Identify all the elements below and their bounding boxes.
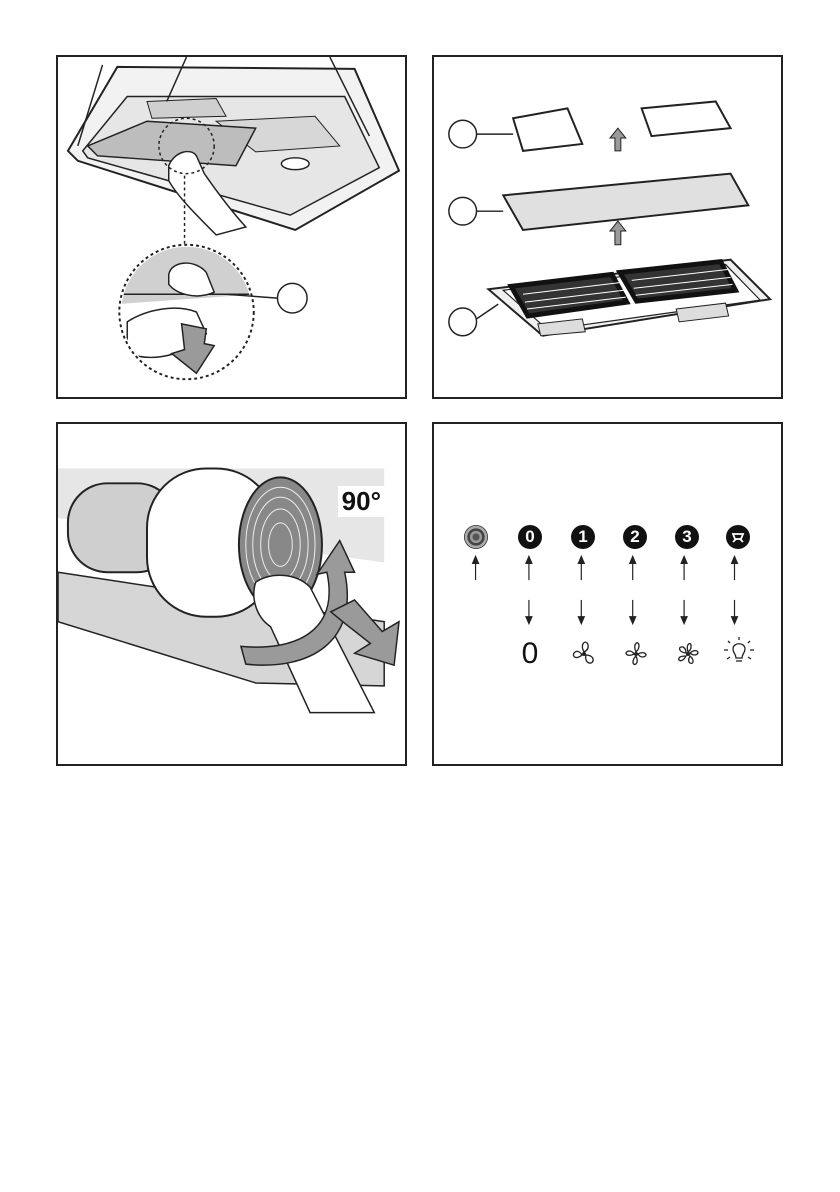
speed-2-button[interactable]: 2 — [623, 525, 647, 549]
controls-arrows — [434, 424, 781, 764]
panel-controls: 0 1 2 3 0 — [432, 422, 783, 766]
speed-3-button[interactable]: 3 — [675, 525, 699, 549]
callout-circle — [277, 283, 307, 313]
lamp-icon — [722, 635, 756, 673]
light-dimmer-button[interactable] — [464, 525, 488, 549]
rotation-angle-label: 90° — [338, 486, 385, 517]
filter-removal-illustration — [58, 57, 405, 397]
speed-1-button[interactable]: 1 — [571, 525, 595, 549]
off-button[interactable]: 0 — [518, 525, 542, 549]
filter-exploded-illustration — [434, 57, 781, 397]
panel-filter-removal — [56, 55, 407, 399]
panel-charcoal-filter-rotate: 90° — [56, 422, 407, 766]
lamp-icon — [726, 525, 750, 549]
fan-icon — [621, 637, 651, 671]
fan-icon — [673, 637, 703, 671]
charcoal-filter-illustration — [58, 424, 405, 764]
fan-icon — [569, 637, 599, 671]
off-mode-symbol: 0 — [515, 634, 545, 674]
light-button[interactable] — [726, 525, 750, 549]
panel-filter-exploded — [432, 55, 783, 399]
